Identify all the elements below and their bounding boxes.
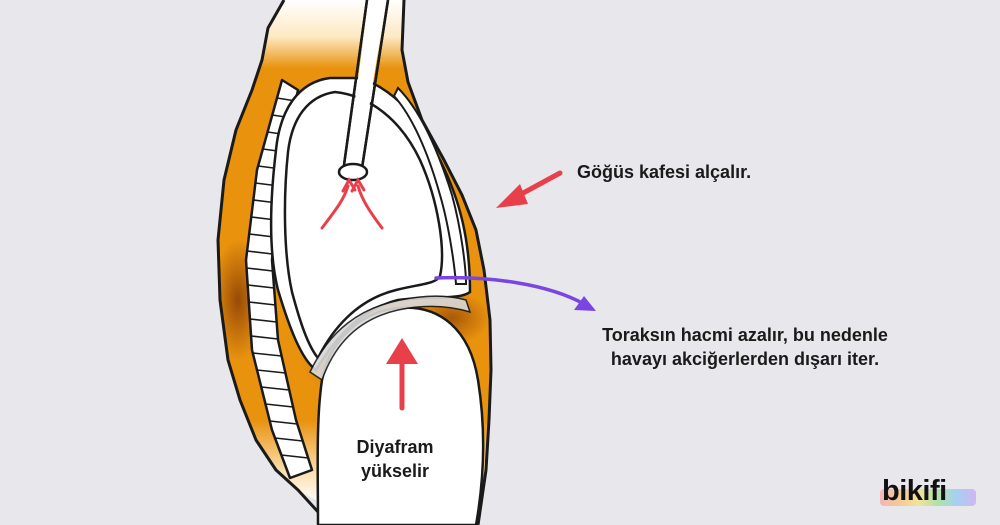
diaphragm-up-arrow	[386, 338, 418, 411]
logo-color-bar	[880, 489, 976, 506]
thorax-volume-label-line2: havayı akciğerlerden dışarı iter.	[610, 349, 880, 369]
logo-text: bikifi	[882, 475, 947, 507]
back-outline	[216, 0, 332, 525]
vertebra-line	[281, 454, 309, 459]
vertebra-line	[251, 335, 278, 340]
bikifi-logo: bikifi	[880, 475, 980, 510]
vertebra-line	[246, 267, 273, 272]
vertebra-line	[269, 420, 298, 425]
diaphragm-label: Diyafram yükselir	[330, 435, 460, 483]
thorax-volume-label: Toraksın hacmi azalır, bu nedenle havayı…	[530, 323, 960, 371]
vertebra-line	[256, 369, 286, 374]
vertebra-line	[248, 301, 276, 306]
ribcage-label: Göğüs kafesi alçalır.	[577, 162, 752, 182]
vertebra-line	[249, 318, 277, 323]
vertebra-line	[261, 386, 290, 391]
vertebra-line	[252, 352, 282, 357]
thorax-volume-label-line1: Toraksın hacmi azalır, bu nedenle	[602, 325, 888, 345]
front-rib	[392, 86, 468, 285]
vertebra-line	[274, 437, 303, 442]
volume-arrow	[434, 275, 596, 311]
front-outline	[400, 0, 493, 525]
diaphragm-band	[309, 295, 472, 382]
vertebra-line	[249, 233, 275, 238]
ribcage-arrow	[496, 170, 563, 208]
vertebra-line	[247, 284, 275, 289]
diaphragm-label-line1: Diyafram	[356, 437, 434, 457]
diaphragm-label-line2: yükselir	[360, 461, 430, 481]
lung	[283, 90, 444, 361]
air-out-arrows	[320, 176, 384, 230]
trachea-opening	[337, 162, 369, 182]
vertebra-line	[265, 403, 294, 408]
vertebra-line	[247, 250, 273, 255]
